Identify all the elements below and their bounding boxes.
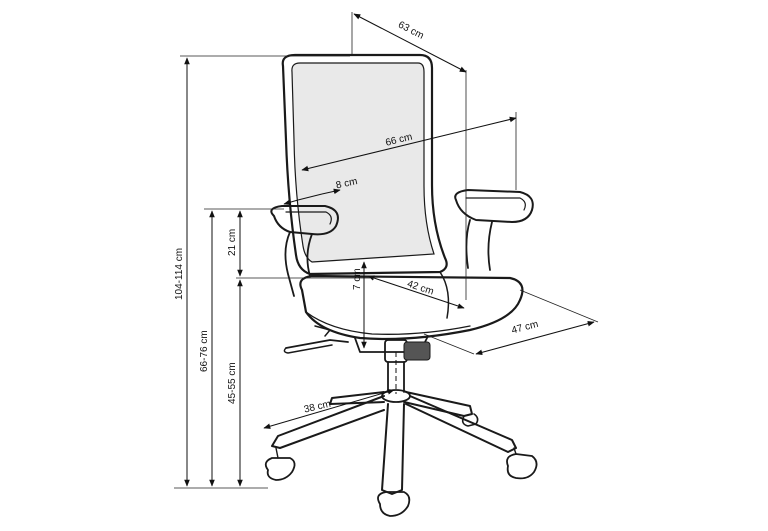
label-total-height: 104-114 cm: [174, 248, 185, 300]
dim-seat-depth: 47 cm: [423, 289, 599, 356]
gas-lift: [384, 339, 431, 393]
left-armrest: [270, 205, 339, 297]
dim-armrest-height: 66-76 cm: [199, 208, 284, 487]
caster-left: [264, 447, 296, 481]
label-seat-thickness: 7 cm: [352, 268, 363, 290]
caster-right: [506, 447, 538, 480]
office-chair-drawing: [264, 53, 538, 517]
label-seat-depth: 47 cm: [510, 319, 539, 337]
dim-arm-to-seat: 21 cm: [227, 210, 370, 279]
label-armrest-width: 8 cm: [335, 176, 358, 191]
dim-seat-width: 42 cm: [367, 275, 465, 309]
casters: [264, 413, 538, 517]
dim-total-height: 104-114 cm: [174, 55, 350, 489]
label-base-radius: 38 cm: [303, 399, 332, 416]
dim-seat-height: 45-55 cm: [227, 279, 243, 487]
backrest: [281, 53, 450, 319]
caster-front: [377, 491, 411, 517]
dim-armrest-width: 8 cm: [283, 176, 359, 205]
dimension-lines: 63 cm 66 cm 8 cm 104-114 cm 66-76 cm: [174, 12, 599, 489]
dim-width-arms: 66 cm: [301, 112, 517, 190]
label-seat-width: 42 cm: [406, 279, 435, 298]
caster-back-right: [461, 413, 479, 427]
dim-seat-thickness: 7 cm: [352, 261, 367, 349]
right-armrest: [454, 189, 534, 271]
label-armrest-height: 66-76 cm: [199, 330, 210, 372]
dim-base-radius: 38 cm: [263, 389, 395, 429]
label-seat-height: 45-55 cm: [227, 362, 238, 404]
tilt-lever: [283, 325, 349, 354]
label-arm-to-seat: 21 cm: [227, 229, 238, 256]
